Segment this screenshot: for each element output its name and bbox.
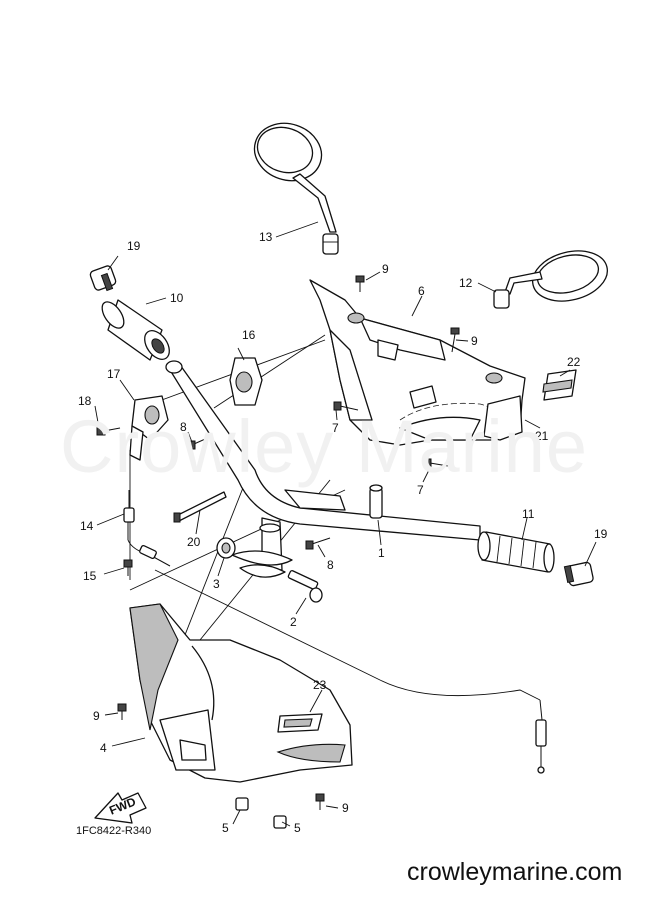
bar-end-left [89,265,117,292]
screw-15 [123,559,133,576]
lever-holder-17 [129,395,169,461]
callout: 6 [418,284,425,298]
throttle-cable-14 [123,490,547,774]
callout: 15 [83,569,97,583]
grip-left [101,299,170,361]
callout: 9 [471,334,478,348]
watermark: Crowley Marine [60,405,589,488]
handlebar [165,360,481,578]
callout: 8 [180,420,187,434]
callout: 23 [313,678,327,692]
drawing-code: 1FC8422-R340 [76,825,152,837]
callout: 1 [378,546,385,560]
handlebar-cover-lower [129,603,353,783]
screw-7-a [333,401,359,411]
callout: 19 [127,239,141,253]
callout: 3 [213,577,220,591]
screws [96,275,460,810]
clip-5-left [235,797,249,811]
callout: 10 [170,291,184,305]
clip-5-right [273,815,287,829]
screw-9-low-left [117,703,127,720]
callout: 9 [93,709,100,723]
callout-numbers: 19 10 13 9 6 12 9 16 17 18 8 7 22 21 7 1… [78,230,608,835]
callout: 7 [332,421,339,435]
callout: 9 [342,801,349,815]
callout: 17 [107,367,121,381]
site-footer: crowleymarine.com [407,858,623,886]
callout: 16 [242,328,256,342]
handlebar-cover-upper [309,279,526,446]
throttle-grip [477,531,555,573]
callout: 22 [567,355,581,369]
callout: 5 [222,821,229,835]
cable-tie-20 [173,491,227,523]
callout: 13 [259,230,273,244]
screw-9-top [355,275,365,292]
screw-8-mid [305,537,331,550]
mirror-right [493,250,608,309]
screw-18 [96,426,121,436]
screw-7-b [423,458,449,468]
callout: 14 [80,519,94,533]
screw-9-low-right [315,793,325,810]
callout-leaders [94,221,597,827]
fwd-arrow: FWD [94,792,147,824]
callout: 4 [100,741,107,755]
callout: 5 [294,821,301,835]
mirror-left [253,122,339,255]
callout: 7 [417,483,424,497]
callout: 12 [459,276,473,290]
callout: 11 [522,507,535,521]
bar-end-right [563,561,594,587]
bracket-16 [229,347,263,406]
screw-9-mid [450,327,460,353]
callout: 2 [290,615,297,629]
callout: 18 [78,394,92,408]
callout: 8 [327,558,334,572]
callout: 21 [535,429,549,443]
callout: 20 [187,535,201,549]
callout: 9 [382,262,389,276]
collar-3 [216,537,236,559]
label-22 [542,369,577,401]
bolt-2 [287,570,323,603]
callout: 19 [594,527,608,541]
